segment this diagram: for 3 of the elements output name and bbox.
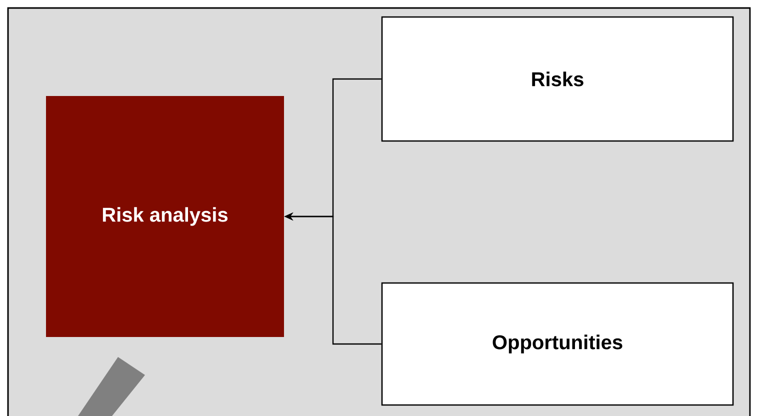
process-box: Risks [381, 16, 734, 142]
analysis-box: Risk analysis [46, 96, 284, 337]
process-box: Opportunities [381, 282, 734, 406]
